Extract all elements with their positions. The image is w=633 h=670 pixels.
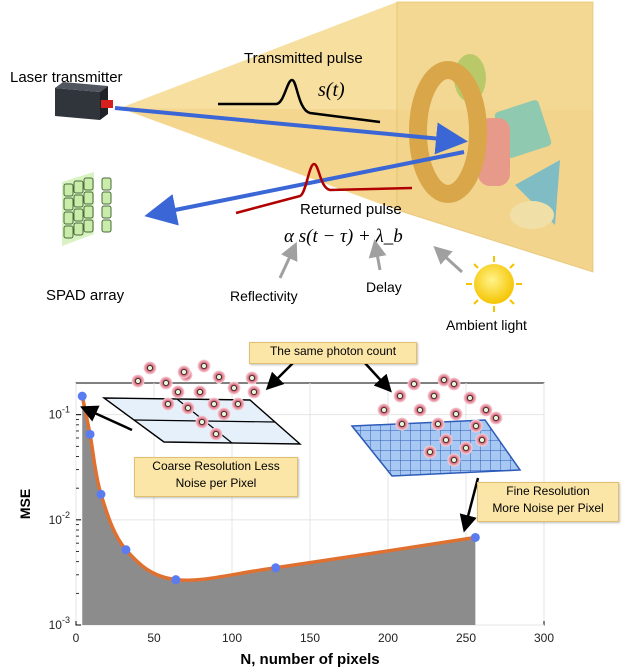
returned-pulse-waveform — [235, 162, 413, 215]
transmitted-label: Transmitted pulse — [244, 50, 363, 67]
same-photon-count-callout: The same photon count — [249, 342, 417, 364]
data-point — [470, 532, 480, 542]
fine-line-2: More Noise per Pixel — [492, 501, 604, 515]
spad-array-icon — [62, 172, 112, 246]
photon-core — [220, 410, 228, 418]
photon-core — [440, 376, 448, 384]
ambient-arrow — [433, 245, 464, 274]
data-markers — [77, 391, 480, 585]
x-tick-label: 300 — [534, 631, 554, 645]
fine-resolution-callout: Fine Resolution More Noise per Pixel — [477, 482, 619, 522]
fine-photons — [377, 373, 503, 467]
photon-core — [134, 377, 142, 385]
photon-core — [212, 430, 220, 438]
y-tick-label: 10-2 — [49, 510, 70, 527]
photon-core — [434, 420, 442, 428]
ambient-label: Ambient light — [446, 317, 527, 333]
x-tick-label: 250 — [456, 631, 476, 645]
arrow-to-coarse-inset — [265, 361, 295, 391]
outgoing-beam — [114, 106, 468, 155]
photon-core — [164, 400, 172, 408]
delay-arrow — [368, 239, 387, 271]
x-tick-label: 50 — [147, 631, 161, 645]
scene-illustration: Laser transmitter Transmitted pulse s(t)… — [10, 1, 594, 333]
photon-core — [196, 388, 204, 396]
photon-core — [396, 392, 404, 400]
reflectivity-label: Reflectivity — [230, 288, 298, 304]
photon-core — [410, 380, 418, 388]
photon-core — [462, 444, 470, 452]
photon-core — [450, 380, 458, 388]
photon-core — [162, 379, 170, 387]
data-point — [96, 489, 106, 499]
laser-label: Laser transmitter — [10, 69, 123, 86]
photon-core — [200, 362, 208, 370]
spad-label: SPAD array — [46, 287, 125, 304]
photon-core — [380, 406, 388, 414]
sun-icon — [466, 256, 522, 312]
mse-area-fill — [82, 396, 476, 625]
same-photon-count-text: The same photon count — [269, 344, 397, 358]
photon-core — [450, 456, 458, 464]
laser-icon — [55, 82, 113, 120]
returned-label: Returned pulse — [300, 201, 402, 218]
transmitted-pulse-waveform — [218, 78, 381, 124]
y-axis-label: MSE — [17, 489, 33, 519]
photon-core — [430, 392, 438, 400]
y-tick-label: 10-3 — [49, 615, 70, 632]
coarse-line-2: Noise per Pixel — [175, 476, 257, 490]
return-beam — [144, 150, 465, 226]
photon-core — [442, 436, 450, 444]
photon-core — [146, 364, 154, 372]
photon-core — [466, 394, 474, 402]
x-tick-label: 0 — [73, 631, 80, 645]
coarse-resolution-callout: Coarse Resolution Less Noise per Pixel — [134, 457, 298, 497]
y-tick-label: 10-1 — [49, 405, 70, 422]
x-axis-label: N, number of pixels — [240, 651, 379, 668]
photon-core — [250, 388, 258, 396]
arrow-to-fine-point — [459, 477, 480, 533]
mse-chart: 0 50 100 150 200 250 300 10-3 10-2 10-1 N, numbe… — [17, 359, 555, 668]
photon-core — [215, 373, 223, 381]
data-point — [271, 563, 281, 573]
y-tick-labels: 10-3 10-2 10-1 — [49, 405, 70, 632]
photon-core — [198, 418, 206, 426]
arrow-to-fine-inset — [363, 361, 392, 393]
arrow-to-coarse-point — [80, 405, 133, 432]
data-point — [85, 429, 95, 439]
photon-core — [478, 436, 486, 444]
photon-core — [174, 388, 182, 396]
x-tick-label: 150 — [300, 631, 320, 645]
data-point — [121, 545, 131, 555]
photon-core — [482, 406, 490, 414]
returned-equation: α s(t − τ) + λ_b — [284, 226, 403, 247]
photon-core — [416, 406, 424, 414]
scene-objects — [409, 54, 560, 229]
x-tick-labels: 0 50 100 150 200 250 300 — [73, 631, 555, 645]
coarse-photons — [131, 359, 261, 441]
photon-core — [230, 384, 238, 392]
data-point — [171, 575, 181, 585]
photon-core — [180, 368, 188, 376]
photon-core — [184, 404, 192, 412]
x-tick-label: 100 — [222, 631, 242, 645]
photon-core — [234, 400, 242, 408]
coarse-line-1: Coarse Resolution Less — [152, 459, 280, 473]
x-tick-label: 200 — [378, 631, 398, 645]
fine-line-1: Fine Resolution — [506, 484, 590, 498]
reflectivity-arrow — [278, 241, 298, 279]
photon-core — [426, 448, 434, 456]
photon-core — [398, 420, 406, 428]
photon-core — [472, 422, 480, 430]
data-point — [77, 391, 87, 401]
photon-core — [248, 374, 256, 382]
photon-core — [452, 410, 460, 418]
photon-core — [492, 414, 500, 422]
delay-label: Delay — [366, 279, 402, 295]
photon-core — [210, 400, 218, 408]
transmitted-equation: s(t) — [318, 79, 345, 101]
